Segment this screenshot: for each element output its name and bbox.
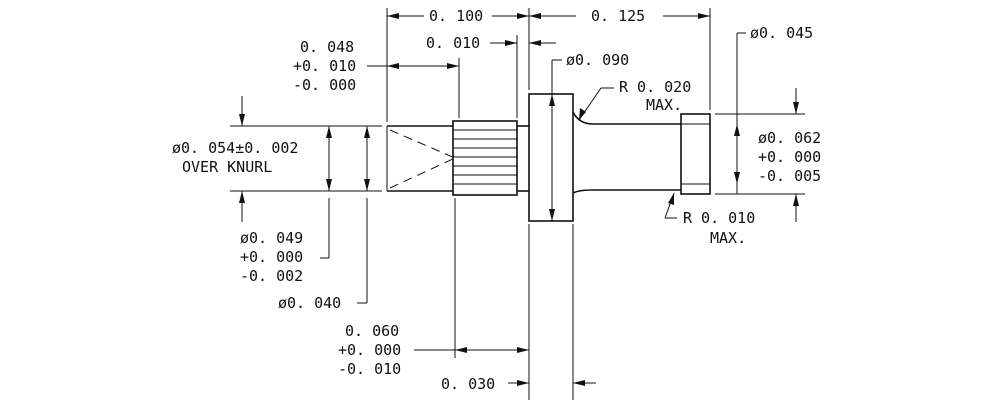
dim-collar-length-2: +0. 000 (338, 341, 401, 359)
dim-collar-length-1: 0. 060 (345, 322, 399, 340)
dimension-labels: 0. 100 0. 125 0. 010 0. 048 +0. 010 -0. … (172, 7, 821, 393)
dim-drill-diameter: ø0. 040 (278, 294, 341, 312)
dim-gap-width: 0. 010 (426, 34, 480, 52)
shaft-bottom (572, 189, 681, 194)
extension-lines (230, 8, 805, 400)
dim-shank-diameter-1: ø0. 062 (758, 129, 821, 147)
dim-knurl-length-1: 0. 048 (300, 38, 354, 56)
tip-collar (680, 113, 711, 195)
dim-overall-length-b: 0. 125 (591, 7, 645, 25)
knurl-section (452, 120, 518, 196)
dim-fillet-upper-1: R 0. 020 (619, 78, 691, 96)
dim-bore-diameter-2: +0. 000 (240, 248, 303, 266)
dim-bore-diameter-1: ø0. 049 (240, 229, 303, 247)
arrowheads (239, 13, 799, 386)
flange (528, 93, 574, 222)
dim-flange-thickness: 0. 030 (441, 375, 495, 393)
dim-knurl-length-3: -0. 000 (293, 76, 356, 94)
dim-head-diameter: ø0. 090 (566, 51, 629, 69)
dim-shank-diameter-2: +0. 000 (758, 148, 821, 166)
dim-fillet-lower-1: R 0. 010 (683, 209, 755, 227)
shaft-top (572, 111, 681, 125)
dim-bore-diameter-3: -0. 002 (240, 267, 303, 285)
dim-knurl-diameter-1: ø0. 054±0. 002 (172, 139, 298, 157)
part-outline (386, 93, 711, 222)
dim-knurl-diameter-2: OVER KNURL (182, 158, 272, 176)
dim-knurl-length-2: +0. 010 (293, 57, 356, 75)
dim-overall-length-a: 0. 100 (429, 7, 483, 25)
dim-tip-diameter: ø0. 045 (750, 24, 813, 42)
dim-fillet-upper-2: MAX. (646, 96, 682, 114)
dim-fillet-lower-2: MAX. (710, 229, 746, 247)
dim-shank-diameter-3: -0. 005 (758, 167, 821, 185)
knurl-lines (453, 129, 517, 185)
dim-collar-length-3: -0. 010 (338, 360, 401, 378)
